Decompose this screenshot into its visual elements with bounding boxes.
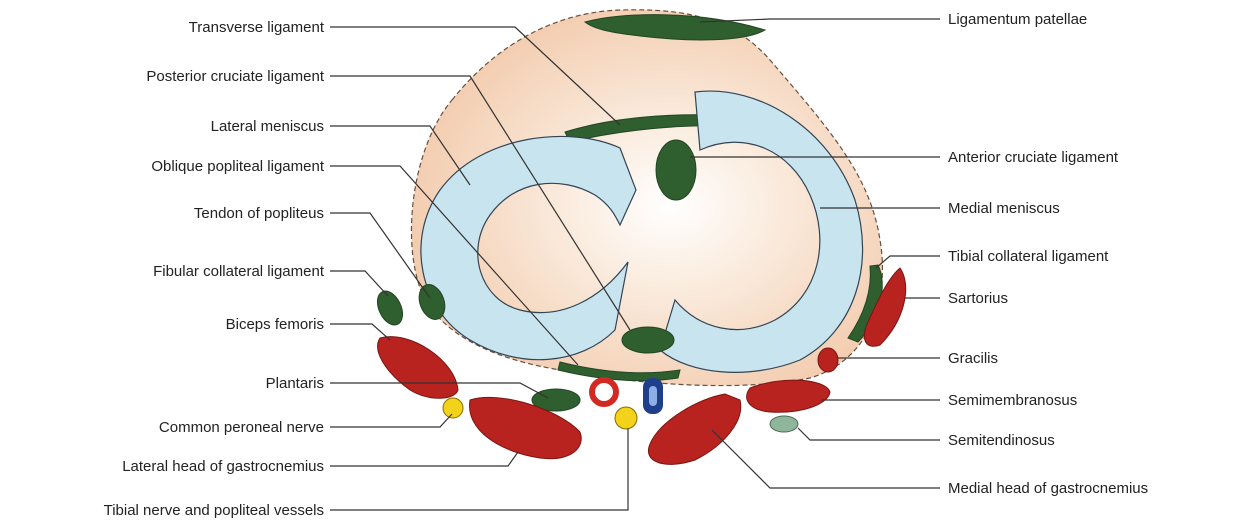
gracilis-shape — [818, 348, 838, 372]
label-oblique-popliteal-ligament: Oblique popliteal ligament — [151, 158, 324, 175]
popliteal-vein-lumen — [649, 386, 657, 406]
label-ligamentum-patellae: Ligamentum patellae — [948, 11, 1087, 28]
label-gracilis: Gracilis — [948, 350, 998, 367]
fibular-collateral-shape — [372, 287, 407, 329]
tibial-nerve-shape — [615, 407, 637, 429]
label-transverse-ligament: Transverse ligament — [189, 19, 325, 36]
label-plantaris: Plantaris — [266, 375, 324, 392]
label-posterior-cruciate-ligament: Posterior cruciate ligament — [146, 68, 324, 85]
label-tendon-of-popliteus: Tendon of popliteus — [194, 205, 324, 222]
label-common-peroneal-nerve: Common peroneal nerve — [159, 419, 324, 436]
anterior-cruciate-shape — [656, 140, 696, 200]
biceps-femoris-shape — [378, 337, 458, 399]
label-lateral-meniscus: Lateral meniscus — [211, 118, 324, 135]
label-sartorius: Sartorius — [948, 290, 1008, 307]
label-semitendinosus: Semitendinosus — [948, 432, 1055, 449]
label-lateral-head-gastrocnemius: Lateral head of gastrocnemius — [122, 458, 324, 475]
common-peroneal-nerve-shape — [443, 398, 463, 418]
popliteal-artery-shape — [592, 380, 616, 404]
label-fibular-collateral-ligament: Fibular collateral ligament — [153, 263, 325, 280]
label-biceps-femoris: Biceps femoris — [226, 316, 324, 333]
semimembranosus-shape — [747, 380, 830, 412]
posterior-cruciate-shape — [622, 327, 674, 353]
label-tibial-nerve-popliteal-vessels: Tibial nerve and popliteal vessels — [104, 502, 324, 519]
label-medial-head-gastrocnemius: Medial head of gastrocnemius — [948, 480, 1148, 497]
label-semimembranosus: Semimembranosus — [948, 392, 1077, 409]
label-anterior-cruciate-ligament: Anterior cruciate ligament — [948, 149, 1119, 166]
label-medial-meniscus: Medial meniscus — [948, 200, 1060, 217]
semitendinosus-shape — [770, 416, 798, 432]
label-tibial-collateral-ligament: Tibial collateral ligament — [948, 248, 1109, 265]
